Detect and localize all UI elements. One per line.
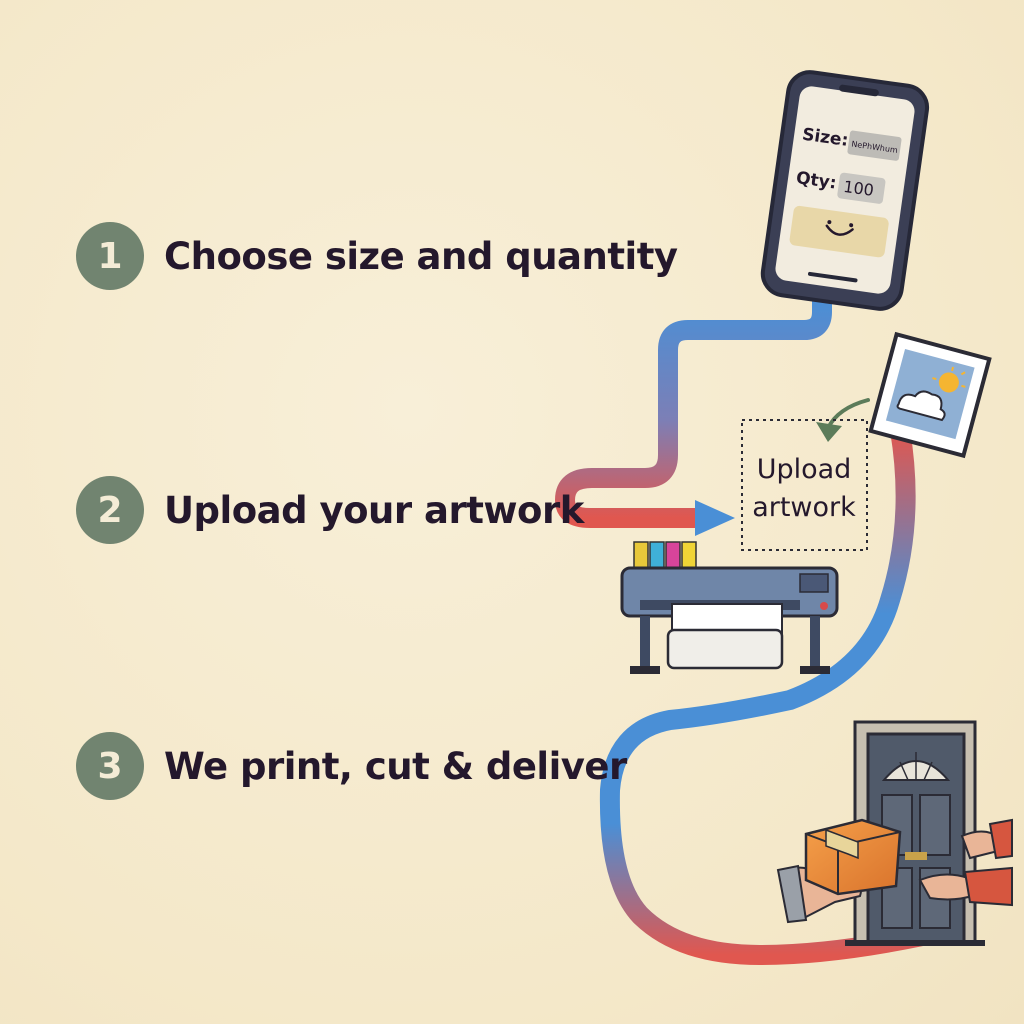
phone-qty-value: 100 xyxy=(842,177,875,200)
path-segment-2 xyxy=(599,420,960,965)
image-file-icon xyxy=(868,331,992,459)
cloud-icon xyxy=(896,390,946,422)
step-1-badge: 1 xyxy=(76,222,144,290)
upload-arrowhead-icon xyxy=(816,422,842,442)
step-2: 2 Upload your artwork xyxy=(76,476,584,544)
hands-icon xyxy=(776,818,1013,924)
printer-icon xyxy=(620,541,839,674)
package-icon xyxy=(804,818,902,896)
step-2-label: Upload your artwork xyxy=(164,488,584,532)
upload-box-line2: artwork xyxy=(752,492,856,523)
step-3: 3 We print, cut & deliver xyxy=(76,732,627,800)
step-1-label: Choose size and quantity xyxy=(164,234,678,278)
path-segment-1 xyxy=(555,290,832,528)
upload-arrow-icon xyxy=(826,398,870,430)
step-3-badge: 3 xyxy=(76,732,144,800)
smartphone-icon: Size: NePhWhum Qty: 100 xyxy=(760,70,930,311)
upload-box-line1: Upload xyxy=(757,454,852,485)
ink-cartridges-icon xyxy=(633,541,697,571)
arrow-icon xyxy=(695,500,735,536)
step-1: 1 Choose size and quantity xyxy=(76,222,678,290)
step-2-badge: 2 xyxy=(76,476,144,544)
step-3-label: We print, cut & deliver xyxy=(164,744,627,788)
upload-artwork-box[interactable]: Upload artwork xyxy=(741,419,868,551)
sun-icon xyxy=(932,366,966,393)
